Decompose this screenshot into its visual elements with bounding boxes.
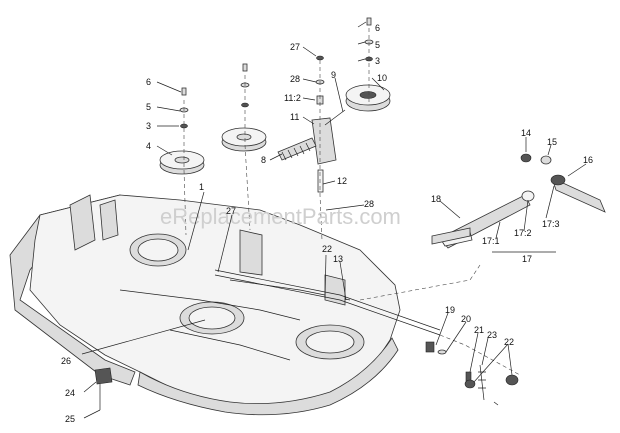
callout-26: 26: [61, 356, 71, 366]
callout-9: 9: [331, 70, 336, 80]
callout-27-top: 27: [290, 42, 300, 52]
center-pulley: [221, 127, 267, 152]
alignment-line: [183, 100, 187, 236]
mower-deck: [9, 194, 441, 416]
callout-5-right: 5: [375, 40, 380, 50]
callout-17-1: 17:1: [482, 236, 500, 246]
callout-24: 24: [65, 388, 75, 398]
idler-arm: [311, 109, 346, 193]
callout-14: 14: [521, 128, 531, 138]
callout-8: 8: [261, 155, 266, 165]
watermark: eReplacementParts.com: [160, 204, 401, 229]
extension-spring: [277, 137, 317, 161]
callout-28-deck: 28: [364, 199, 374, 209]
callout-10: 10: [377, 73, 387, 83]
idler-pulley: [345, 84, 391, 112]
left-pulley: [159, 150, 205, 175]
callout-22-right: 22: [504, 337, 514, 347]
callout-22-deck: 22: [322, 244, 332, 254]
pivot-hardware: [425, 341, 519, 406]
callout-16: 16: [583, 155, 593, 165]
alignment-line: [319, 60, 323, 241]
callout-20: 20: [461, 314, 471, 324]
callout-3-left: 3: [146, 121, 151, 131]
hardware-stack-right: [364, 17, 374, 62]
callout-3-right: 3: [375, 56, 380, 66]
callout-19: 19: [445, 305, 455, 315]
callout-17: 17: [522, 254, 532, 264]
callout-4: 4: [146, 141, 151, 151]
callout-11-2: 11:2: [284, 93, 301, 103]
alignment-line: [439, 334, 521, 376]
callout-27-deck: 27: [226, 206, 236, 216]
callout-23: 23: [487, 330, 497, 340]
callout-18: 18: [431, 194, 441, 204]
callout-15: 15: [547, 137, 557, 147]
callout-17-3: 17:3: [542, 219, 560, 229]
callout-6-right: 6: [375, 23, 380, 33]
callout-6-left: 6: [146, 77, 151, 87]
callout-11: 11: [290, 112, 299, 122]
leader-lines: [81, 21, 587, 419]
callout-1: 1: [199, 182, 204, 192]
hanger-arm-assembly: [431, 153, 606, 249]
callout-25: 25: [65, 414, 75, 424]
alignment-line: [359, 264, 481, 301]
callout-12: 12: [337, 176, 347, 186]
callout-5-left: 5: [146, 102, 151, 112]
callout-13: 13: [333, 254, 343, 264]
callout-labels: 6 5 3 4 27 28 9 10 11:2 11 8 6 5 3 12 1 …: [61, 23, 593, 424]
alignment-line: [244, 75, 251, 231]
hardware-stack-idler-arm: [315, 55, 325, 105]
callout-17-2: 17:2: [514, 228, 532, 238]
callout-21: 21: [474, 325, 484, 335]
callout-28-top: 28: [290, 74, 300, 84]
